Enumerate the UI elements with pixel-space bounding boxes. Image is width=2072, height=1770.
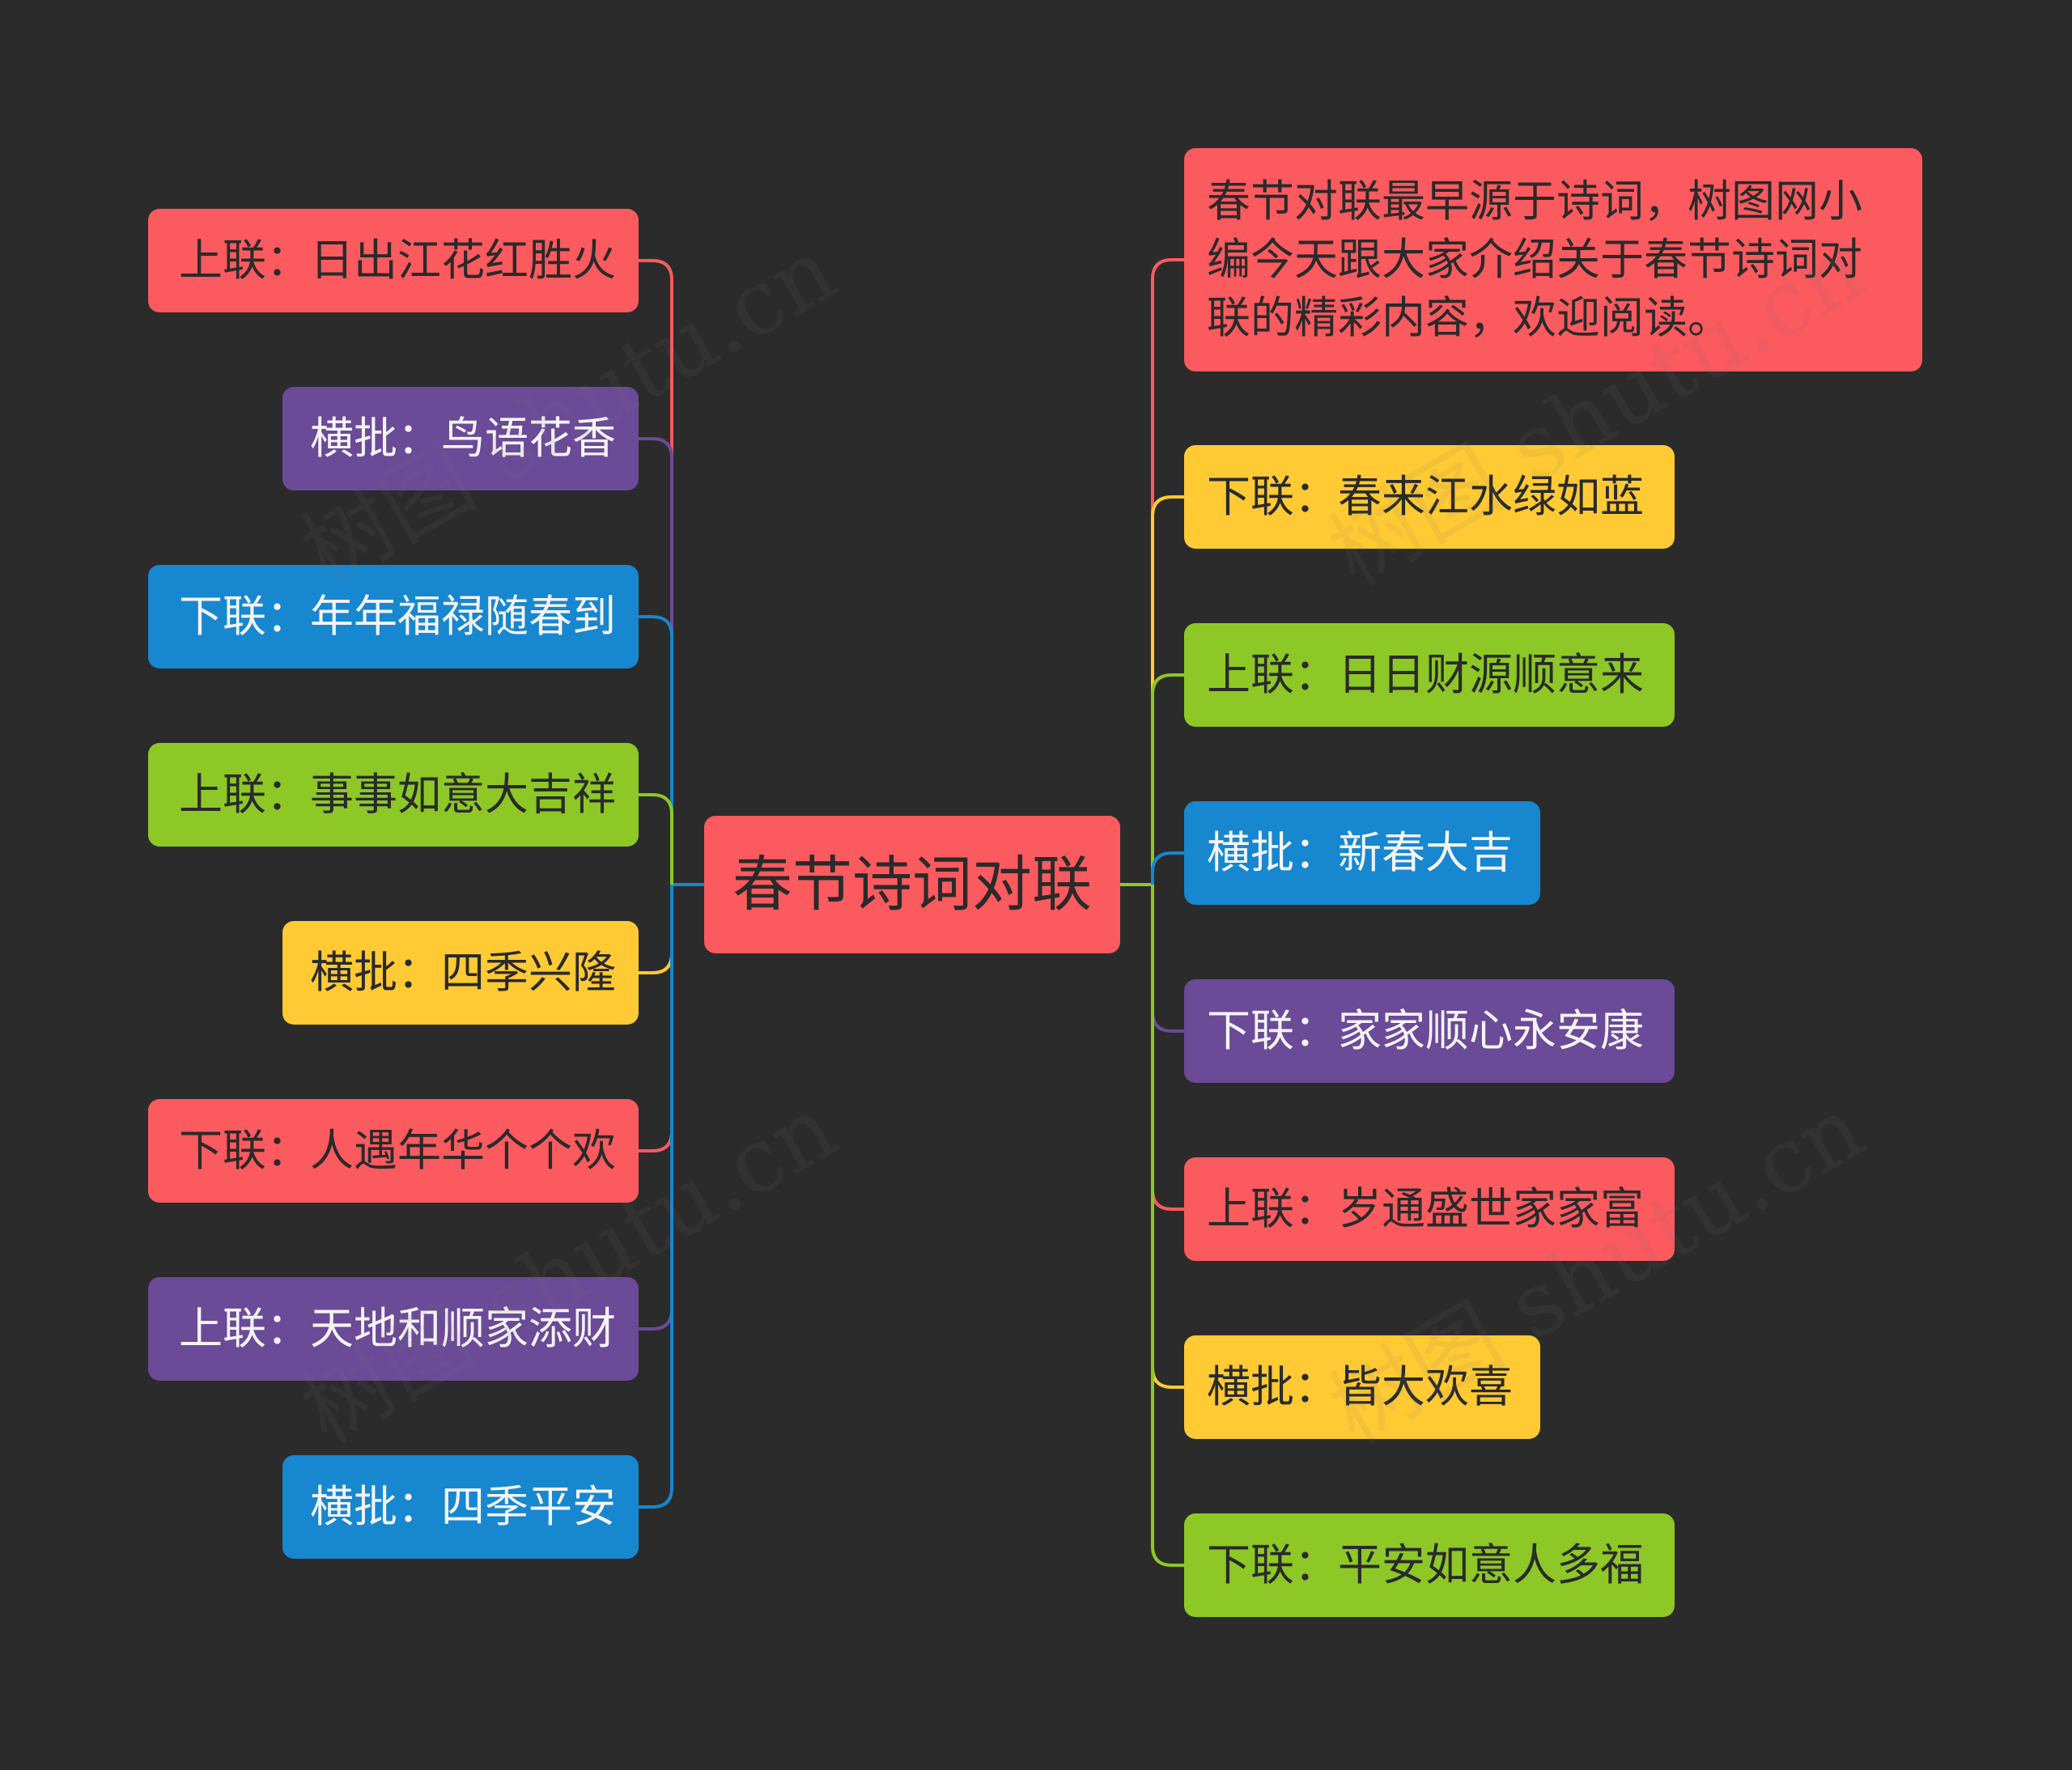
left-node-6[interactable]: 下联：人遇年华个个欢 bbox=[148, 1099, 639, 1203]
connector-right-3 bbox=[1151, 673, 1184, 885]
right-node-7[interactable]: 下联：平安如意人多福 bbox=[1184, 1513, 1675, 1617]
right-node-4-label: 下联：家家顺心永安康 bbox=[1207, 1005, 1644, 1056]
left-node-3[interactable]: 下联：年年福禄随春到 bbox=[148, 565, 639, 669]
connector-left-4 bbox=[639, 793, 673, 885]
right-node-3-label: 横批：新春大吉 bbox=[1207, 827, 1513, 878]
connector-right-6 bbox=[1151, 885, 1184, 1211]
right-node-5[interactable]: 上联：岁通盛世家家富 bbox=[1184, 1157, 1675, 1261]
right-node-5-label: 上联：岁通盛世家家富 bbox=[1207, 1183, 1644, 1234]
connector-right-2 bbox=[1151, 495, 1184, 885]
connector-left-2 bbox=[639, 437, 673, 885]
connector-right-8 bbox=[1151, 885, 1184, 1567]
left-node-2-label: 横批：鸟语花香 bbox=[310, 413, 616, 464]
left-node-4[interactable]: 上联：事事如意大吉祥 bbox=[148, 743, 639, 847]
right-node-3[interactable]: 横批：新春大吉 bbox=[1184, 801, 1540, 905]
right-node-1[interactable]: 下联：春来江水绿如蓝 bbox=[1184, 445, 1675, 549]
connector-right-1 bbox=[1151, 258, 1184, 885]
root-node[interactable]: 春节诗词对联 bbox=[704, 816, 1120, 953]
left-node-7[interactable]: 上联：天地和顺家添财 bbox=[148, 1277, 639, 1381]
connector-left-5 bbox=[639, 885, 673, 974]
root-node-label: 春节诗词对联 bbox=[732, 850, 1092, 919]
right-node-6[interactable]: 横批：皆大欢喜 bbox=[1184, 1335, 1540, 1439]
connector-left-6 bbox=[639, 885, 673, 1152]
left-node-2[interactable]: 横批：鸟语花香 bbox=[282, 387, 639, 490]
intro-node[interactable]: 春节对联最早源于诗词，树图网小编今天跟大家介绍关于春节诗词对联的精彩内容，欢迎阅… bbox=[1184, 148, 1922, 371]
right-node-2-label: 上联：日日财源顺意来 bbox=[1207, 649, 1644, 700]
connector-right-5 bbox=[1151, 885, 1184, 1033]
connector-left-3 bbox=[639, 615, 673, 885]
left-node-1-label: 上联：日出江花红胜火 bbox=[179, 235, 616, 286]
connector-left-1 bbox=[639, 259, 673, 885]
left-node-4-label: 上联：事事如意大吉祥 bbox=[179, 769, 616, 820]
left-node-7-label: 上联：天地和顺家添财 bbox=[179, 1303, 616, 1354]
left-node-3-label: 下联：年年福禄随春到 bbox=[179, 591, 616, 642]
left-node-6-label: 下联：人遇年华个个欢 bbox=[179, 1125, 616, 1176]
right-node-7-label: 下联：平安如意人多福 bbox=[1207, 1539, 1644, 1590]
left-node-8-label: 横批：四季平安 bbox=[310, 1481, 616, 1532]
left-node-5-label: 横批：四季兴隆 bbox=[310, 947, 616, 998]
intro-node-text: 春节对联最早源于诗词，树图网小编今天跟大家介绍关于春节诗词对联的精彩内容，欢迎阅… bbox=[1207, 176, 1862, 343]
left-node-8[interactable]: 横批：四季平安 bbox=[282, 1455, 639, 1559]
left-node-5[interactable]: 横批：四季兴隆 bbox=[282, 921, 639, 1025]
connector-right-4 bbox=[1151, 851, 1184, 885]
right-node-4[interactable]: 下联：家家顺心永安康 bbox=[1184, 979, 1675, 1083]
connector-left-8 bbox=[639, 885, 673, 1509]
right-node-1-label: 下联：春来江水绿如蓝 bbox=[1207, 471, 1644, 522]
right-node-6-label: 横批：皆大欢喜 bbox=[1207, 1361, 1513, 1412]
connector-right-7 bbox=[1151, 885, 1184, 1389]
right-node-2[interactable]: 上联：日日财源顺意来 bbox=[1184, 623, 1675, 727]
left-node-1[interactable]: 上联：日出江花红胜火 bbox=[148, 209, 639, 312]
